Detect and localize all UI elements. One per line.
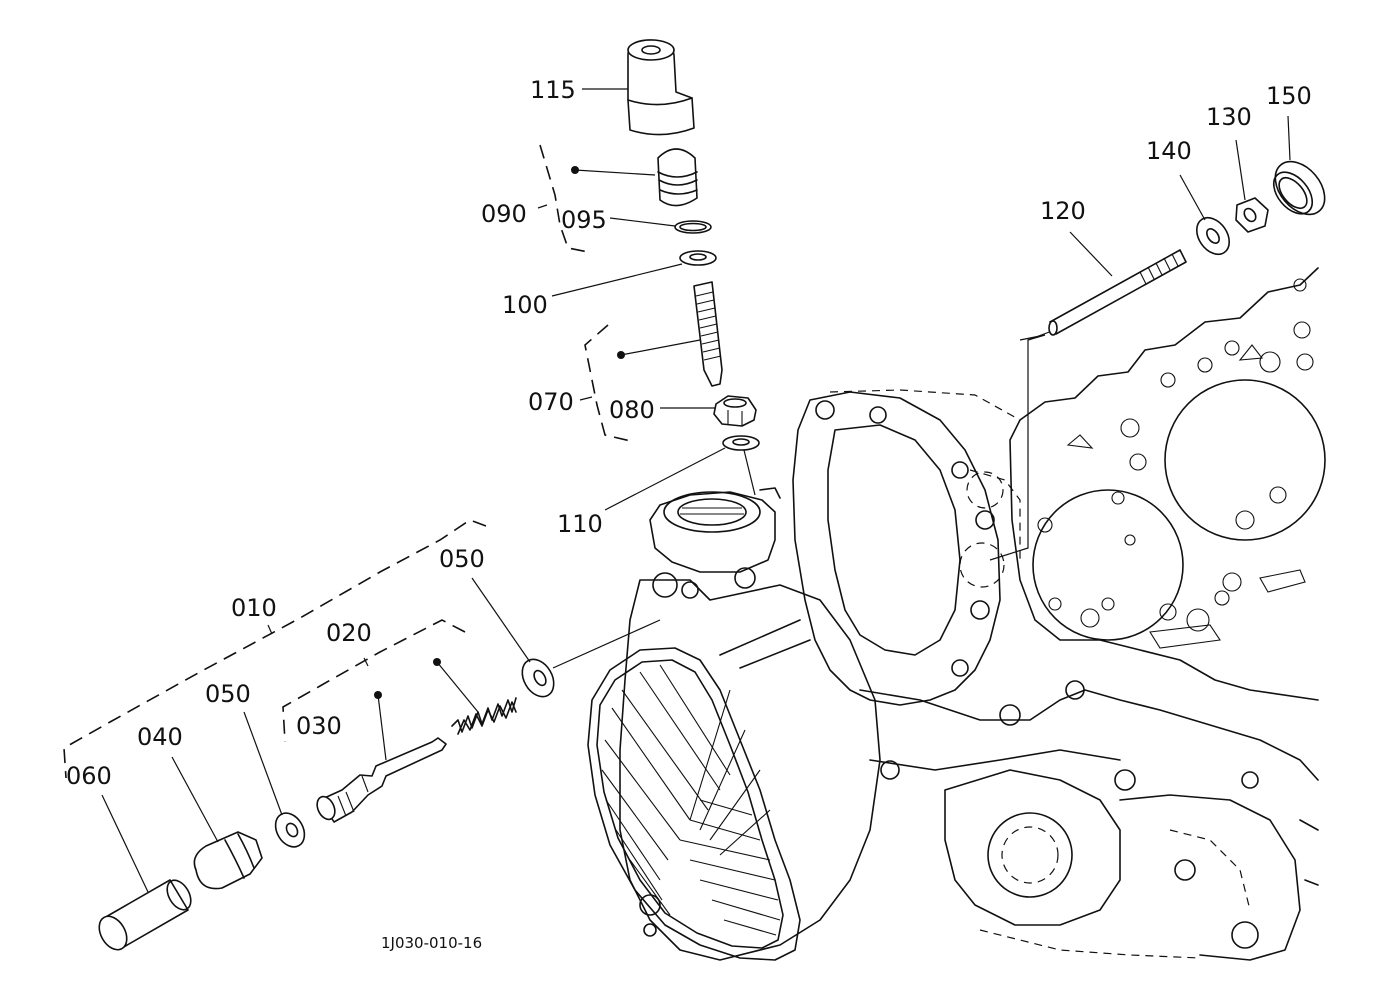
callout-120: 120	[1040, 197, 1086, 225]
figure-id: 1J030-010-16	[381, 934, 482, 952]
callout-030: 030	[296, 712, 342, 740]
callout-095: 095	[561, 206, 607, 234]
part-050-washer-lower	[274, 812, 306, 848]
engine-block	[587, 267, 1326, 961]
callout-020: 020	[326, 619, 372, 647]
callout-090: 090	[481, 200, 527, 228]
callout-150: 150	[1266, 82, 1312, 110]
part-095-snap-ring	[674, 220, 712, 234]
callout-070: 070	[528, 388, 574, 416]
part-050-washer-upper	[521, 658, 555, 698]
part-115-cap	[627, 39, 695, 136]
part-060-cover-tube	[98, 879, 192, 951]
callout-labels: 115 090 095 100 070 080 110 120 140 130 …	[66, 76, 1312, 952]
part-030-valve-stem	[316, 691, 447, 823]
part-040-cap-nut	[193, 831, 263, 890]
part-110-washer	[722, 435, 760, 451]
callout-130: 130	[1206, 103, 1252, 131]
leader-lines	[101, 88, 1291, 893]
callout-080: 080	[609, 396, 655, 424]
callout-010: 010	[231, 594, 277, 622]
callout-140: 140	[1146, 137, 1192, 165]
callout-060: 060	[66, 762, 112, 790]
part-090-valve-body	[571, 148, 698, 207]
callout-110: 110	[557, 510, 603, 538]
part-140-washer	[1195, 216, 1231, 256]
alignment-lines	[552, 327, 1061, 669]
part-080-nut	[713, 395, 757, 427]
callout-050-lower: 050	[205, 680, 251, 708]
part-100-washer	[679, 250, 717, 266]
part-130-nut	[1235, 197, 1269, 233]
part-150-seal	[1272, 160, 1326, 216]
callout-115: 115	[530, 76, 576, 104]
callout-040: 040	[137, 723, 183, 751]
callout-100: 100	[502, 291, 548, 319]
part-070-threaded-stud	[617, 281, 723, 387]
part-spring	[433, 658, 517, 735]
callout-050-upper: 050	[439, 545, 485, 573]
group-brackets	[63, 144, 636, 779]
part-120-long-stud	[1048, 249, 1187, 336]
